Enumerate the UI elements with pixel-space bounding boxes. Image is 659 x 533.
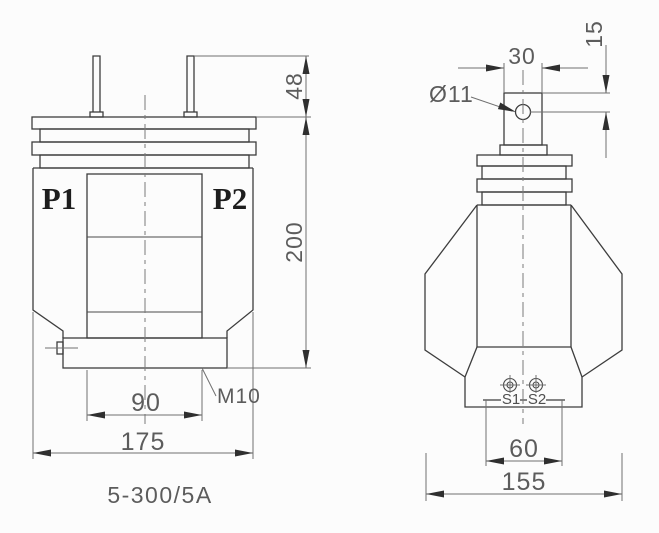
ratio-label: 5-300/5A xyxy=(107,482,212,508)
dim-200-label: 200 xyxy=(281,221,307,262)
side-top-plate xyxy=(476,154,573,167)
dim-48-label: 48 xyxy=(281,72,307,100)
dim-60-arrow-left xyxy=(486,457,504,465)
dim-60-label: 60 xyxy=(509,435,539,463)
dim-60-arrow-right xyxy=(544,457,562,465)
dim-15-arrow-top xyxy=(602,75,610,93)
dim-90-arrow-right xyxy=(184,411,202,419)
dim-30-arrow-right xyxy=(542,64,560,72)
s1-terminal-screw xyxy=(500,375,520,395)
primary-pin-1 xyxy=(92,55,101,112)
dim-155-arrow-left xyxy=(426,490,444,498)
dim-200-arrow-bottom xyxy=(302,350,310,368)
dim-175-arrow-left xyxy=(33,449,51,457)
dim-155-arrow-right xyxy=(604,490,622,498)
terminal-p2-label: P2 xyxy=(213,181,247,216)
core-window xyxy=(86,173,203,339)
terminal-p1-label: P1 xyxy=(42,181,76,216)
front-dimension-lines xyxy=(32,55,311,459)
s1-screw-crosshair xyxy=(500,375,520,395)
hole-leader-arrow xyxy=(497,102,516,112)
hole-diameter-label: Ø11 xyxy=(429,81,474,107)
dim-48-arrow-bottom xyxy=(302,99,310,117)
dim-15-arrow-bottom xyxy=(602,112,610,130)
thread-m10-label: M10 xyxy=(217,385,261,408)
dim-15-label: 15 xyxy=(581,20,607,48)
dim-90-label: 90 xyxy=(131,389,161,417)
primary-pin-1-base xyxy=(89,111,104,118)
primary-pin-2-base xyxy=(183,111,198,118)
dim-30-label: 30 xyxy=(508,43,536,69)
front-view: P1 P2 48 200 90 175 M10 5-300/5A xyxy=(31,55,311,508)
s2-terminal-screw xyxy=(526,375,546,395)
side-view: 30 15 Ø11 S1 S2 60 155 xyxy=(424,20,623,501)
dim-155-label: 155 xyxy=(502,468,547,496)
insulator-rib xyxy=(31,141,257,156)
side-dimension-lines xyxy=(425,45,623,501)
insulator-rib xyxy=(476,178,573,193)
dim-90-arrow-left xyxy=(87,411,105,419)
front-body-outline xyxy=(32,167,254,338)
terminal-s2-label: S2 xyxy=(528,391,546,408)
dim-30-arrow-left xyxy=(486,64,504,72)
insulator-rib xyxy=(481,165,567,180)
primary-pin-2 xyxy=(186,55,195,112)
insulator-rib xyxy=(481,191,567,206)
dim-200-arrow-top xyxy=(302,117,310,135)
side-body-outline xyxy=(424,204,623,378)
dim-175-arrow-right xyxy=(235,449,253,457)
dim-175-label: 175 xyxy=(121,428,166,456)
terminal-box xyxy=(464,346,583,408)
s1-label-mask xyxy=(501,393,520,405)
top-plate xyxy=(31,116,257,130)
s2-label-mask xyxy=(527,393,546,405)
dim-48-arrow-top xyxy=(302,56,310,74)
terminal-s1-label: S1 xyxy=(502,391,520,408)
s2-screw-crosshair xyxy=(526,375,546,395)
